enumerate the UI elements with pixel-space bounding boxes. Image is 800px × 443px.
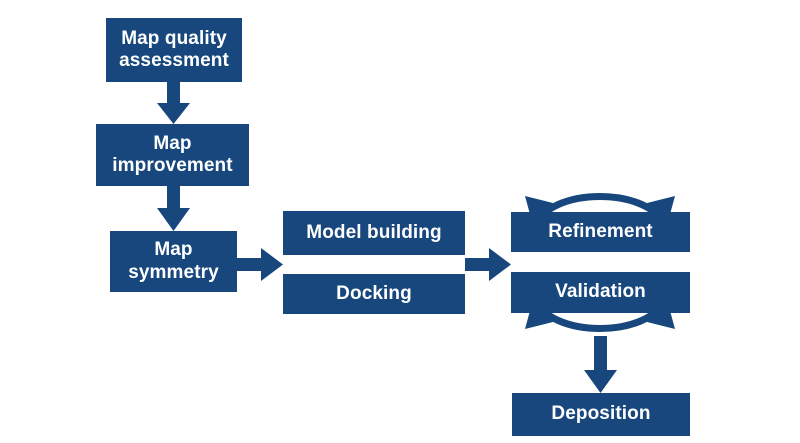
node-map-quality-assessment[interactable]: Map quality assessment [106, 18, 242, 82]
arrow-building-to-refinement [465, 248, 511, 281]
node-label: Map improvement [112, 132, 233, 176]
node-label: Map quality assessment [119, 27, 229, 71]
node-validation[interactable]: Validation [511, 272, 690, 313]
node-map-improvement[interactable]: Map improvement [96, 124, 249, 186]
node-model-building[interactable]: Model building [283, 211, 465, 255]
node-label: Docking [336, 282, 412, 304]
arrow-improvement-to-symmetry [157, 186, 190, 231]
node-label: Model building [306, 221, 442, 243]
arrow-symmetry-to-building [237, 248, 283, 281]
node-label: Validation [555, 281, 646, 303]
arrow-cycle-to-deposition [584, 336, 617, 393]
node-map-symmetry[interactable]: Map symmetry [110, 231, 237, 292]
node-refinement[interactable]: Refinement [511, 212, 690, 252]
arrow-assessment-to-improvement [157, 82, 190, 124]
node-label: Deposition [551, 403, 651, 425]
node-label: Map symmetry [128, 239, 219, 283]
node-label: Refinement [548, 220, 653, 242]
node-docking[interactable]: Docking [283, 274, 465, 314]
node-deposition[interactable]: Deposition [512, 393, 690, 436]
